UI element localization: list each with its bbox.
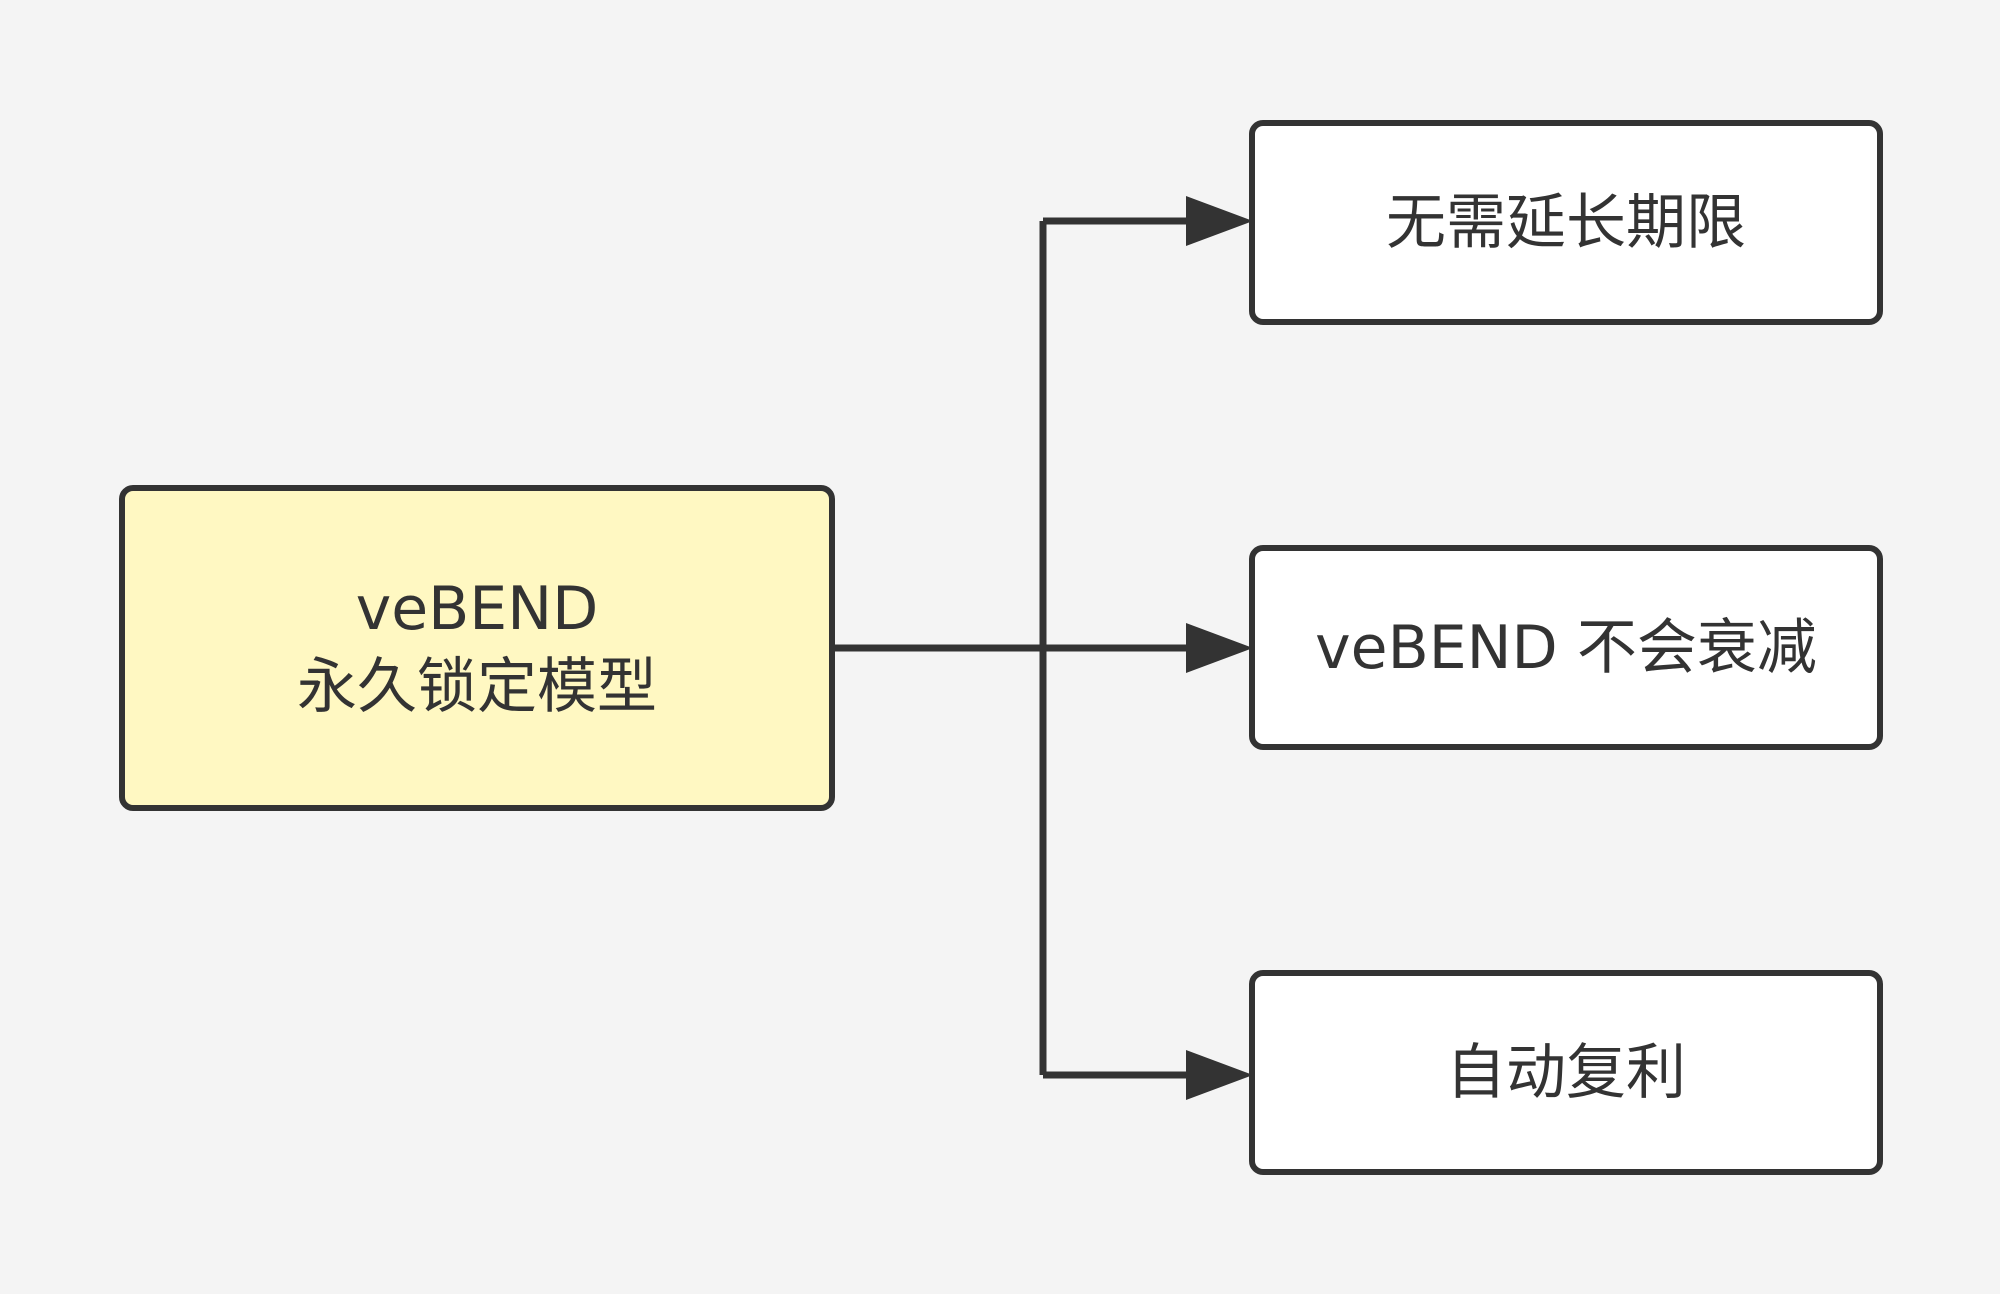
connector-branch-3	[1043, 1050, 1253, 1100]
branch-node-1: 无需延长期限	[1249, 120, 1883, 325]
connector-branch-1	[1043, 196, 1253, 246]
root-node: veBEND 永久锁定模型	[119, 485, 835, 811]
branch-node-label: 自动复利	[1446, 1037, 1686, 1108]
arrowhead-3	[1186, 1050, 1253, 1100]
arrowhead-1	[1186, 196, 1253, 246]
branch-node-label: veBEND 不会衰减	[1315, 612, 1817, 683]
connector-trunk	[835, 221, 1047, 1075]
arrowhead-2	[1186, 623, 1253, 673]
connector-branch-2	[1043, 623, 1253, 673]
root-node-subtitle: 永久锁定模型	[297, 652, 657, 722]
root-node-title: veBEND	[355, 574, 599, 644]
branch-node-3: 自动复利	[1249, 970, 1883, 1175]
branch-node-label: 无需延长期限	[1386, 187, 1746, 258]
branch-node-2: veBEND 不会衰减	[1249, 545, 1883, 750]
